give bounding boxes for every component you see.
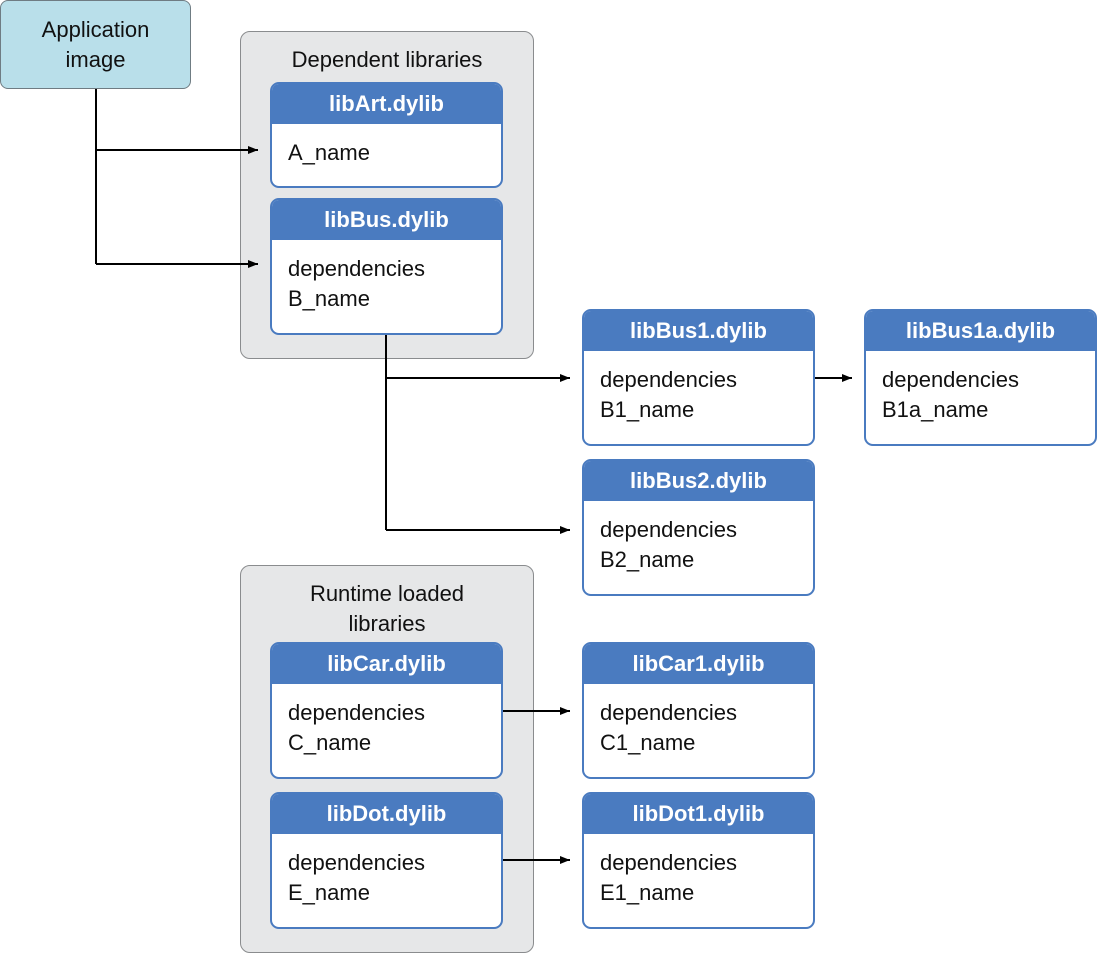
lib-header-libBus1a: libBus1a.dylib xyxy=(866,311,1095,351)
lib-header-libArt: libArt.dylib xyxy=(272,84,501,124)
lib-box-libDot: libDot.dylib dependencies E_name xyxy=(270,792,503,929)
lib-header-libBus1: libBus1.dylib xyxy=(584,311,813,351)
lib-line: dependencies xyxy=(600,850,738,875)
lib-line: A_name xyxy=(288,140,370,165)
lib-header-libCar1: libCar1.dylib xyxy=(584,644,813,684)
lib-line: B1_name xyxy=(600,397,695,422)
lib-line: dependencies xyxy=(288,700,426,725)
lib-body-libArt: A_name xyxy=(272,124,501,168)
lib-box-libBus1a: libBus1a.dylib dependencies B1a_name xyxy=(864,309,1097,446)
lib-body-libBus1: dependencies B1_name xyxy=(584,351,813,425)
lib-line: B_name xyxy=(288,286,370,311)
lib-line: C1_name xyxy=(600,730,696,755)
lib-body-libCar: dependencies C_name xyxy=(272,684,501,758)
lib-box-libBus1: libBus1.dylib dependencies B1_name xyxy=(582,309,815,446)
dependent-libraries-label: Dependent libraries xyxy=(291,47,483,72)
lib-line: C_name xyxy=(288,730,372,755)
lib-body-libDot: dependencies E_name xyxy=(272,834,501,908)
lib-header-libCar: libCar.dylib xyxy=(272,644,501,684)
lib-box-libArt: libArt.dylib A_name xyxy=(270,82,503,188)
lib-box-libCar: libCar.dylib dependencies C_name xyxy=(270,642,503,779)
lib-header-libBus2: libBus2.dylib xyxy=(584,461,813,501)
lib-line: B1a_name xyxy=(882,397,989,422)
lib-line: dependencies xyxy=(600,517,738,542)
lib-header-libDot1: libDot1.dylib xyxy=(584,794,813,834)
lib-header-libBus: libBus.dylib xyxy=(272,200,501,240)
lib-body-libDot1: dependencies E1_name xyxy=(584,834,813,908)
lib-line: dependencies xyxy=(600,367,738,392)
lib-body-libBus2: dependencies B2_name xyxy=(584,501,813,575)
lib-line: B2_name xyxy=(600,547,695,572)
lib-line: dependencies xyxy=(600,700,738,725)
lib-line: dependencies xyxy=(882,367,1020,392)
lib-box-libDot1: libDot1.dylib dependencies E1_name xyxy=(582,792,815,929)
lib-box-libBus2: libBus2.dylib dependencies B2_name xyxy=(582,459,815,596)
lib-box-libCar1: libCar1.dylib dependencies C1_name xyxy=(582,642,815,779)
lib-body-libBus1a: dependencies B1a_name xyxy=(866,351,1095,425)
lib-body-libCar1: dependencies C1_name xyxy=(584,684,813,758)
lib-line: E1_name xyxy=(600,880,695,905)
lib-body-libBus: dependencies B_name xyxy=(272,240,501,314)
lib-line: dependencies xyxy=(288,256,426,281)
lib-line: dependencies xyxy=(288,850,426,875)
application-image-box: Application image xyxy=(0,0,191,89)
lib-line: E_name xyxy=(288,880,370,905)
runtime-loaded-libraries-label: Runtime loaded libraries xyxy=(309,581,465,636)
lib-box-libBus: libBus.dylib dependencies B_name xyxy=(270,198,503,335)
lib-header-libDot: libDot.dylib xyxy=(272,794,501,834)
